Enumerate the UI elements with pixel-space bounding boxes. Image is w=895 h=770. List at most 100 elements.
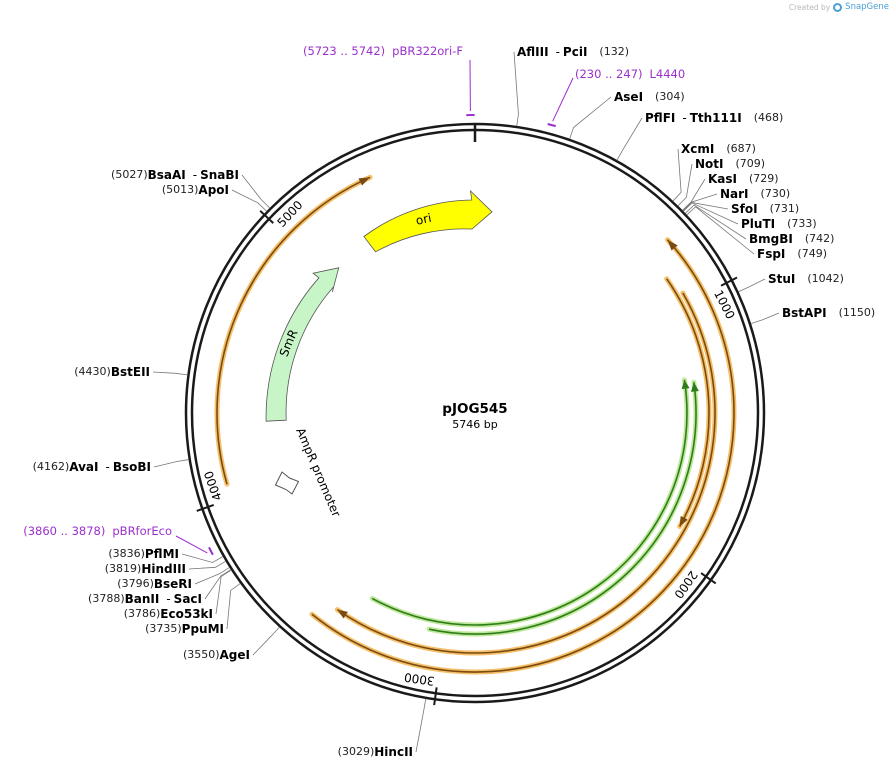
site-name: SnaBI [200, 168, 239, 182]
primer-label[interactable]: (3860 .. 3878) pBRforEco [23, 524, 172, 538]
site-label[interactable]: (5013)ApoI [162, 183, 229, 197]
site-label[interactable]: (3836)PflMI [108, 547, 179, 561]
plasmid-name: pJOG545 [442, 401, 507, 417]
site-label[interactable]: SfoI(731) [731, 202, 799, 216]
site-position: (3836) [108, 547, 145, 560]
site-leader [215, 569, 232, 615]
site-label[interactable]: (3550)AgeI [183, 648, 250, 662]
primer-range: (5723 .. 5742) [303, 44, 385, 58]
snapgene-logo-icon [833, 2, 843, 12]
site-position: (468) [754, 111, 784, 124]
site-name: XcmI [681, 142, 714, 156]
site-name: BanII [125, 592, 160, 606]
site-position: (3788) [88, 592, 125, 605]
site-name: Tth111I [690, 111, 742, 125]
orf-arrowhead [358, 177, 371, 186]
site-label[interactable]: NotI (709) [695, 157, 765, 171]
site-leader [252, 626, 280, 656]
orf-arc-glow [309, 237, 737, 675]
primer-bind-mark [547, 123, 556, 128]
primer-annotations: (5723 .. 5742)pBR322ori-F (230 .. 247)L44… [23, 44, 685, 556]
site-label[interactable]: PflFI-Tth111I(468) [645, 111, 783, 125]
site-position: (733) [787, 217, 817, 230]
site-label[interactable]: XcmI(687) [681, 142, 756, 156]
site-label[interactable]: BstAPI(1150) [782, 306, 875, 320]
site-label[interactable]: (3796)BseRI [117, 577, 192, 591]
tick-mark [433, 687, 438, 706]
site-label[interactable]: BmgBI(742) [749, 232, 834, 246]
site-label[interactable]: PluTI(733) [741, 217, 817, 231]
site-name: HindIII [141, 562, 186, 576]
site-leader [685, 204, 747, 240]
site-position: (5013) [162, 183, 199, 196]
primer-range: (3860 .. 3878) [23, 524, 105, 538]
site-name: BseRI [154, 577, 192, 591]
site-separator: - [166, 592, 170, 606]
site-separator: - [556, 45, 560, 59]
site-name: BsaAI [148, 168, 186, 182]
tick-label: 3000 [403, 670, 435, 688]
site-label[interactable]: (5027)BsaAI-SnaBI [111, 168, 239, 182]
site-label[interactable]: AflIII-PciI(132) [517, 45, 629, 59]
site-leader [683, 202, 739, 225]
site-name: AseI [614, 90, 643, 104]
site-leader [738, 278, 766, 293]
site-label[interactable]: (3786)Eco53kI [124, 607, 213, 621]
site-position: (3550) [183, 648, 220, 661]
site-label[interactable]: FspI(749) [757, 247, 827, 261]
site-leader [415, 698, 427, 753]
site-name: PpuMI [182, 622, 224, 636]
primer-leader [552, 77, 574, 122]
site-leader [204, 569, 232, 600]
site-name: KasI [708, 172, 737, 186]
site-position: (3029) [338, 745, 375, 758]
ampr-promoter-arrow[interactable] [274, 471, 300, 495]
site-name: AflIII [517, 45, 549, 59]
site-separator: - [193, 168, 197, 182]
site-label[interactable]: StuI(1042) [768, 272, 844, 286]
site-name: PflFI [645, 111, 675, 125]
ori-feature-arrow[interactable] [363, 189, 493, 253]
primer-label[interactable]: (5723 .. 5742)pBR322ori-F [303, 44, 463, 58]
site-leader [226, 583, 241, 630]
primer-name: pBRforEco [112, 524, 172, 538]
site-leader [569, 96, 612, 140]
site-name: StuI [768, 272, 795, 286]
site-label[interactable]: (3029)HincII [338, 745, 413, 759]
site-label[interactable]: (3788)BanII-SacI [88, 592, 202, 606]
site-position: (709) [736, 157, 766, 170]
orf-arrowhead [690, 382, 699, 392]
site-position: (5027) [111, 168, 148, 181]
site-name: AvaI [69, 460, 98, 474]
site-name: BstAPI [782, 306, 827, 320]
orf-arc [371, 379, 688, 626]
plasmid-backbone [184, 122, 766, 704]
site-label[interactable]: AseI (304) [614, 90, 685, 104]
tick-mark [720, 276, 738, 287]
site-leader [750, 312, 780, 325]
site-position: (3735) [145, 622, 182, 635]
site-name: NotI [695, 157, 724, 171]
smr-feature-arrow[interactable] [265, 267, 340, 422]
site-name: FspI [757, 247, 785, 261]
site-label[interactable]: KasI(729) [708, 172, 779, 186]
site-position: (304) [655, 90, 685, 103]
orf-arc [216, 176, 371, 485]
site-label[interactable]: (4162)AvaI-BsoBI [33, 460, 151, 474]
ori-label: ori [414, 211, 432, 228]
site-label[interactable]: (3735)PpuMI [145, 622, 224, 636]
site-position: (742) [805, 232, 835, 245]
orf-arrowhead [679, 515, 688, 527]
site-name: ApoI [198, 183, 229, 197]
site-position: (3786) [124, 607, 161, 620]
site-label[interactable]: NarI(730) [720, 187, 790, 201]
site-label[interactable]: (3819)HindIII [105, 562, 186, 576]
site-label[interactable]: (4430)BstEII [74, 365, 150, 379]
tick-mark [259, 210, 274, 224]
site-name: AgeI [220, 648, 250, 662]
plasmid-center-label: pJOG545 5746 bp [442, 401, 507, 431]
site-position: (3819) [105, 562, 142, 575]
primer-label[interactable]: (230 .. 247)L4440 [575, 67, 685, 81]
orf-arcs [214, 174, 737, 675]
site-leader [686, 206, 755, 255]
